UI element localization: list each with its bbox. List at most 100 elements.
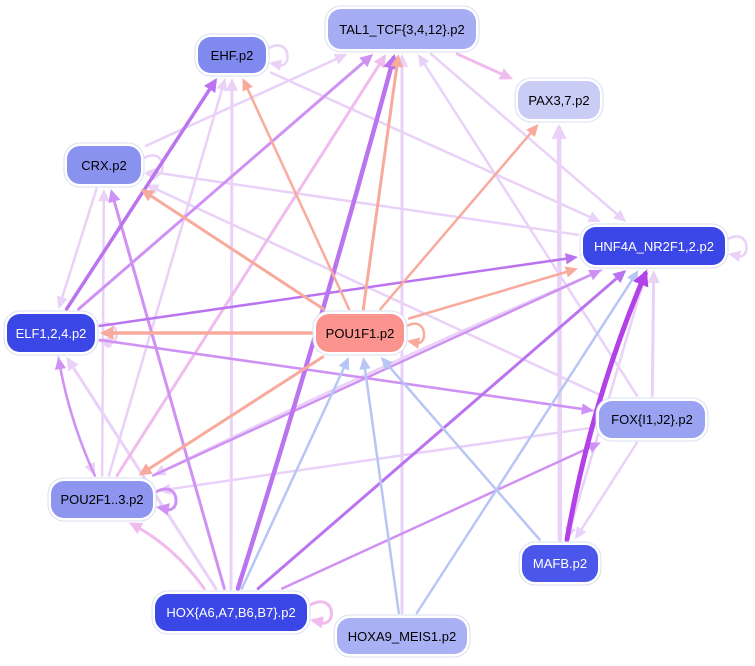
edge-POU2F1-HNF4A [152,270,600,477]
edge-POU2F1-TAL1 [115,55,386,477]
edge-MAFB-HNF4A-arrowhead [633,270,649,288]
edge-HOX-POU2F1 [130,522,206,590]
node-CRX[interactable]: CRX.p2 [67,146,141,184]
edge-CRX-ELF1-arrowhead [56,295,68,309]
node-ELF1[interactable]: ELF1,2,4.p2 [7,314,95,352]
edge-EHF-HNF4A [269,71,599,222]
edge-POU1F1-ELF1-arrowhead [100,326,114,340]
edge-ELF1-TAL1 [77,55,372,311]
edge-POU2F1-ELF1 [57,359,97,477]
edge-HOX-FOX-arrowhead [587,442,601,453]
edge-FOX-CRX-arrowhead [146,184,160,195]
edge-POU1F1-HNF4A-arrowhead [564,266,578,278]
node-HOX[interactable]: HOX{A6,A7,B6,B7}.p2 [155,593,307,631]
edge-POU2F1-ELF1-arrowhead [54,357,67,371]
edge-FOX-MAFB-arrowhead [575,526,587,540]
edge-CRX-TAL1-arrowhead [333,53,348,65]
node-label-CRX: CRX.p2 [81,157,127,173]
edge-FOX-TAL1-arrowhead [418,54,430,68]
edge-HOX-CRX-arrowhead [108,189,121,204]
node-label-MAFB: MAFB.p2 [532,555,588,571]
edge-ELF1-HNF4A-arrowhead [565,253,578,265]
edge-ELF1-FOX [98,338,592,412]
edge-HOX-HNF4A [256,271,625,590]
edge-ELF1-TAL1-arrowhead [359,54,374,68]
edge-POU1F1-PAX3-arrowhead [526,124,539,138]
edge-POU1F1-PAX3 [379,125,538,311]
edge-POU2F1-TAL1-arrowhead [373,54,387,69]
edge-MAFB-PAX3-arrowhead [551,124,567,139]
edge-HNF4A-HNF4A-selfloop-arrowhead [728,250,742,262]
node-EHF[interactable]: EHF.p2 [198,37,266,73]
edge-MAFB-POU1F1-arrowhead [380,357,394,370]
edge-TAL1-HNF4A-arrowhead [613,209,627,222]
edge-POU1F1-CRX [142,189,325,311]
edge-HOX-FOX [281,442,599,590]
edge-HOX-CRX [110,191,226,590]
edge-HOX-POU2F1-arrowhead [128,522,144,534]
node-label-POU2F1: POU2F1..3.p2 [60,491,144,507]
node-HOXA9[interactable]: HOXA9_MEIS1.p2 [337,618,467,654]
edge-ELF1-EHF [64,79,217,311]
edge-MAFB-POU1F1 [382,358,541,541]
edge-HNF4A-POU2F1 [155,268,603,475]
edge-CRX-TAL1 [144,54,345,148]
node-PAX3[interactable]: PAX3,7.p2 [518,81,600,119]
edge-POU1F1-CRX-arrowhead [140,189,155,202]
edge-FOX-CRX [148,184,603,397]
node-label-TAL1: TAL1_TCF{3,4,12}.p2 [339,21,465,37]
edge-POU2F1-EHF-arrowhead [216,78,228,92]
edge-POU2F1-POU2F1-selfloop-arrowhead [156,503,170,516]
edge-HOX-POU1F1-arrowhead [338,357,349,371]
edge-POU1F1-POU2F1-arrowhead [138,463,153,476]
node-MAFB[interactable]: MAFB.p2 [522,544,598,582]
node-label-HOX: HOX{A6,A7,B6,B7}.p2 [166,604,296,620]
edge-HOX-ELF1-arrowhead [66,357,79,372]
edge-MAFB-PAX3 [556,125,563,542]
edge-POU1F1-EHF-arrowhead [242,78,253,92]
edge-HOXA9-POU1F1 [362,359,401,615]
edge-POU2F1-CRX-arrowhead [98,189,110,202]
edge-ELF1-FOX-arrowhead [581,403,594,415]
edge-POU1F1-EHF [243,80,351,311]
edge-POU2F1-EHF [107,80,226,477]
node-label-HOXA9: HOXA9_MEIS1.p2 [347,628,457,644]
edge-HOX-HOX-selfloop-arrowhead [310,616,324,629]
edge-FOX-HNF4A [650,272,656,397]
edge-POU1F1-POU2F1 [140,355,325,475]
edge-POU1F1-TAL1-arrowhead [390,54,403,68]
edge-ELF1-HNF4A [98,256,576,328]
edge-FOX-TAL1 [418,56,639,397]
node-label-PAX3: PAX3,7.p2 [528,92,590,108]
edge-POU1F1-HNF4A [407,268,576,320]
edge-FOX-MAFB [575,441,639,538]
node-POU1F1[interactable]: POU1F1.p2 [316,314,404,352]
edge-POU1F1-TAL1 [361,56,400,311]
edge-HOX-EHF [229,80,234,590]
node-label-POU1F1: POU1F1.p2 [325,325,395,341]
node-TAL1[interactable]: TAL1_TCF{3,4,12}.p2 [328,9,476,49]
node-label-EHF: EHF.p2 [210,47,254,63]
node-label-FOX: FOX{I1,J2}.p2 [611,411,693,427]
edge-EHF-EHF-selfloop-arrowhead [269,59,283,71]
edge-POU1F1-POU1F1-selfloop-arrowhead [407,337,421,349]
edge-CRX-ELF1 [58,187,98,307]
edge-ELF1-EHF-arrowhead [204,78,218,94]
node-FOX[interactable]: FOX{I1,J2}.p2 [599,400,705,438]
edge-HOXA9-HNF4A [415,272,638,615]
edge-HOX-HNF4A-arrowhead [612,270,627,284]
node-HNF4A[interactable]: HNF4A_NR2F1,2.p2 [583,227,725,265]
edge-ELF1-POU2F1 [57,355,95,474]
node-label-HNF4A: HNF4A_NR2F1,2.p2 [594,238,714,254]
edge-HOXA9-POU1F1-arrowhead [359,357,371,370]
edge-HOX-EHF-arrowhead [225,78,239,91]
edge-MAFB-HNF4A [564,271,648,542]
edge-POU2F1-HNF4A-arrowhead [588,269,602,281]
node-label-ELF1: ELF1,2,4.p2 [15,325,87,341]
edge-EHF-HNF4A-arrowhead [587,211,601,223]
edge-FOX-HNF4A-arrowhead [647,270,660,283]
edge-HOX-POU1F1 [240,359,349,590]
node-POU2F1[interactable]: POU2F1..3.p2 [51,480,153,518]
